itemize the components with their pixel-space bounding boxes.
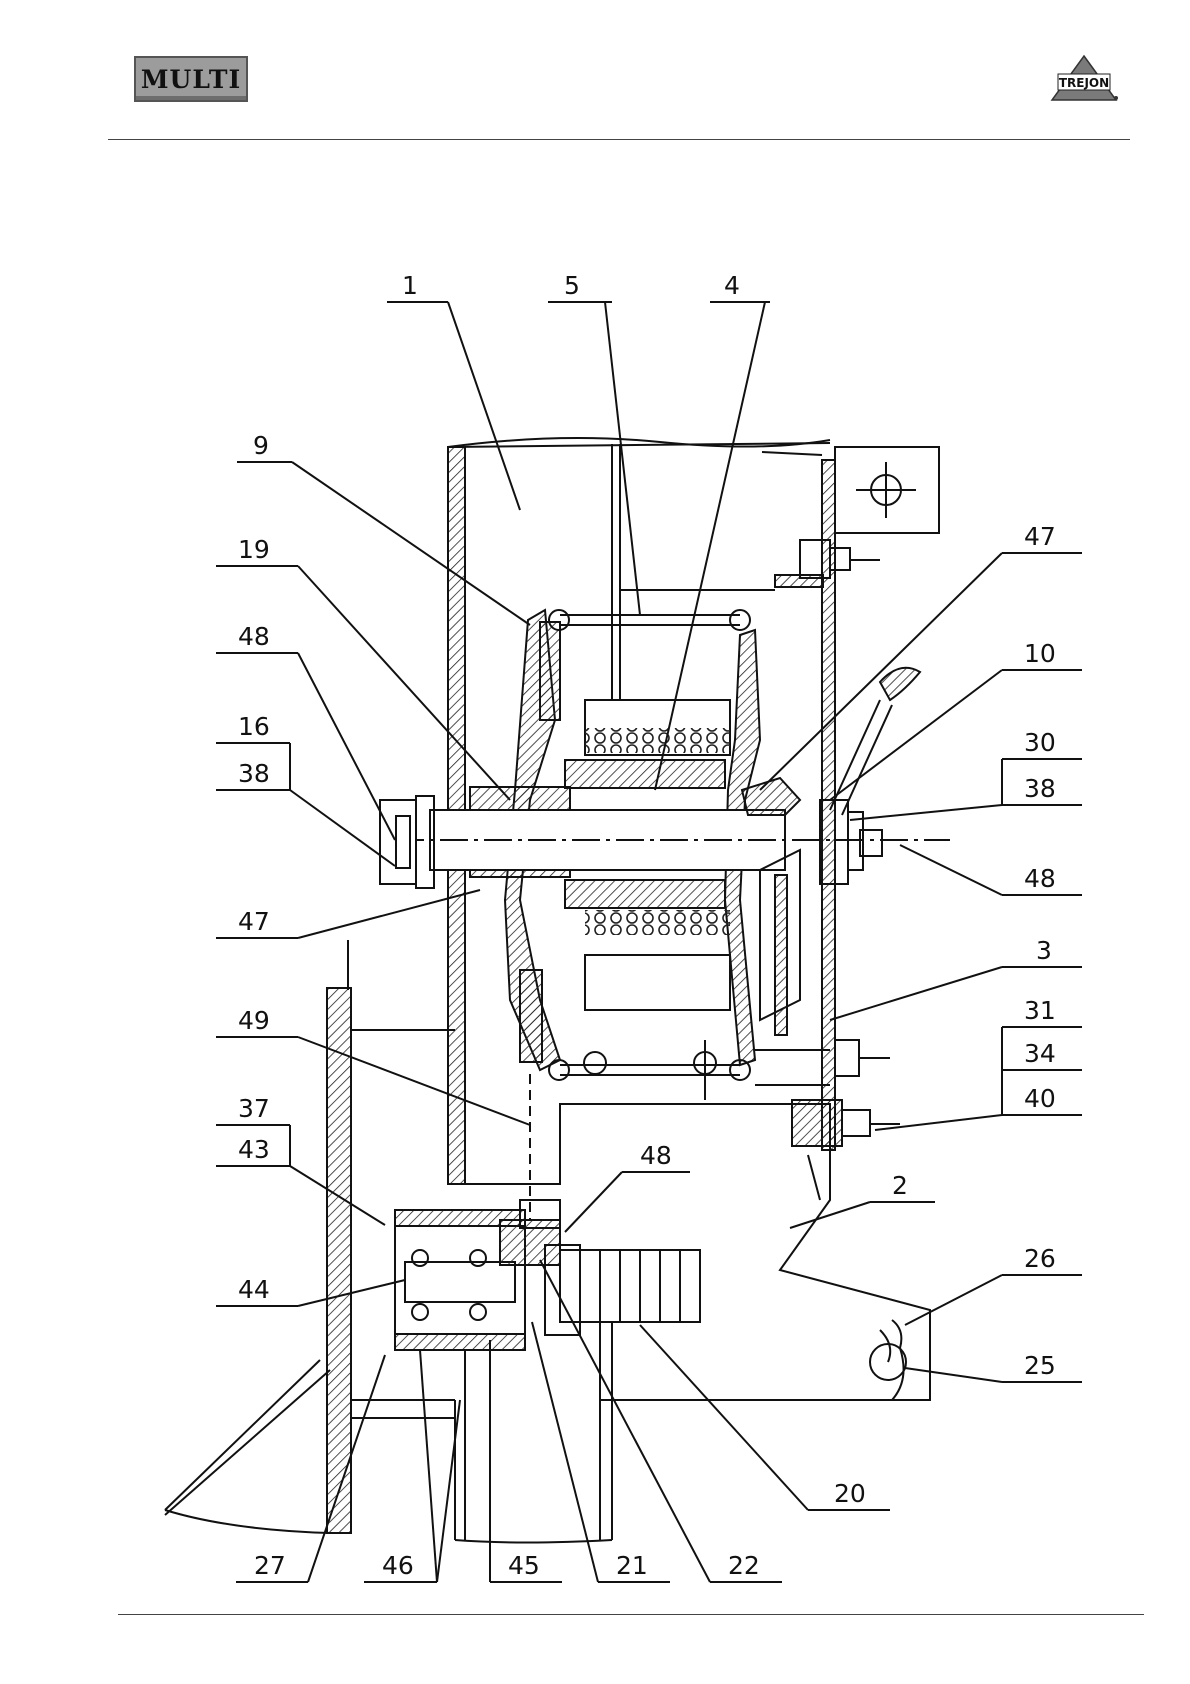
callout-49: 49 bbox=[238, 1006, 270, 1035]
callout-38-right: 38 bbox=[1024, 774, 1056, 803]
callout-31: 31 bbox=[1024, 996, 1056, 1025]
callout-30: 30 bbox=[1024, 728, 1056, 757]
callout-37: 37 bbox=[238, 1094, 270, 1123]
callout-48-lower: 48 bbox=[640, 1141, 672, 1170]
callout-27: 27 bbox=[254, 1551, 286, 1580]
callout-26: 26 bbox=[1024, 1244, 1056, 1273]
callout-47: 47 bbox=[238, 907, 270, 936]
callout-9: 9 bbox=[253, 431, 269, 460]
assembly-drawing bbox=[165, 438, 950, 1543]
callout-38: 38 bbox=[238, 759, 270, 788]
callout-19: 19 bbox=[238, 535, 270, 564]
callout-16: 16 bbox=[238, 712, 270, 741]
callout-21: 21 bbox=[616, 1551, 648, 1580]
callout-4: 4 bbox=[724, 271, 740, 300]
callout-40: 40 bbox=[1024, 1084, 1056, 1113]
callout-47-right: 47 bbox=[1024, 522, 1056, 551]
callout-20: 20 bbox=[834, 1479, 866, 1508]
callout-48: 48 bbox=[238, 622, 270, 651]
callout-34: 34 bbox=[1024, 1039, 1056, 1068]
bolts bbox=[792, 540, 900, 1146]
brake-mechanism bbox=[755, 850, 830, 1085]
callout-10: 10 bbox=[1024, 639, 1056, 668]
callout-5: 5 bbox=[564, 271, 580, 300]
callout-43: 43 bbox=[238, 1135, 270, 1164]
callout-1: 1 bbox=[402, 271, 418, 300]
lock-pin bbox=[870, 1320, 906, 1400]
callout-45: 45 bbox=[508, 1551, 540, 1580]
callout-3: 3 bbox=[1036, 936, 1052, 965]
callout-25: 25 bbox=[1024, 1351, 1056, 1380]
callout-22: 22 bbox=[728, 1551, 760, 1580]
callout-44: 44 bbox=[238, 1275, 270, 1304]
callout-2: 2 bbox=[892, 1171, 908, 1200]
callout-48-right: 48 bbox=[1024, 864, 1056, 893]
callout-46: 46 bbox=[382, 1551, 414, 1580]
